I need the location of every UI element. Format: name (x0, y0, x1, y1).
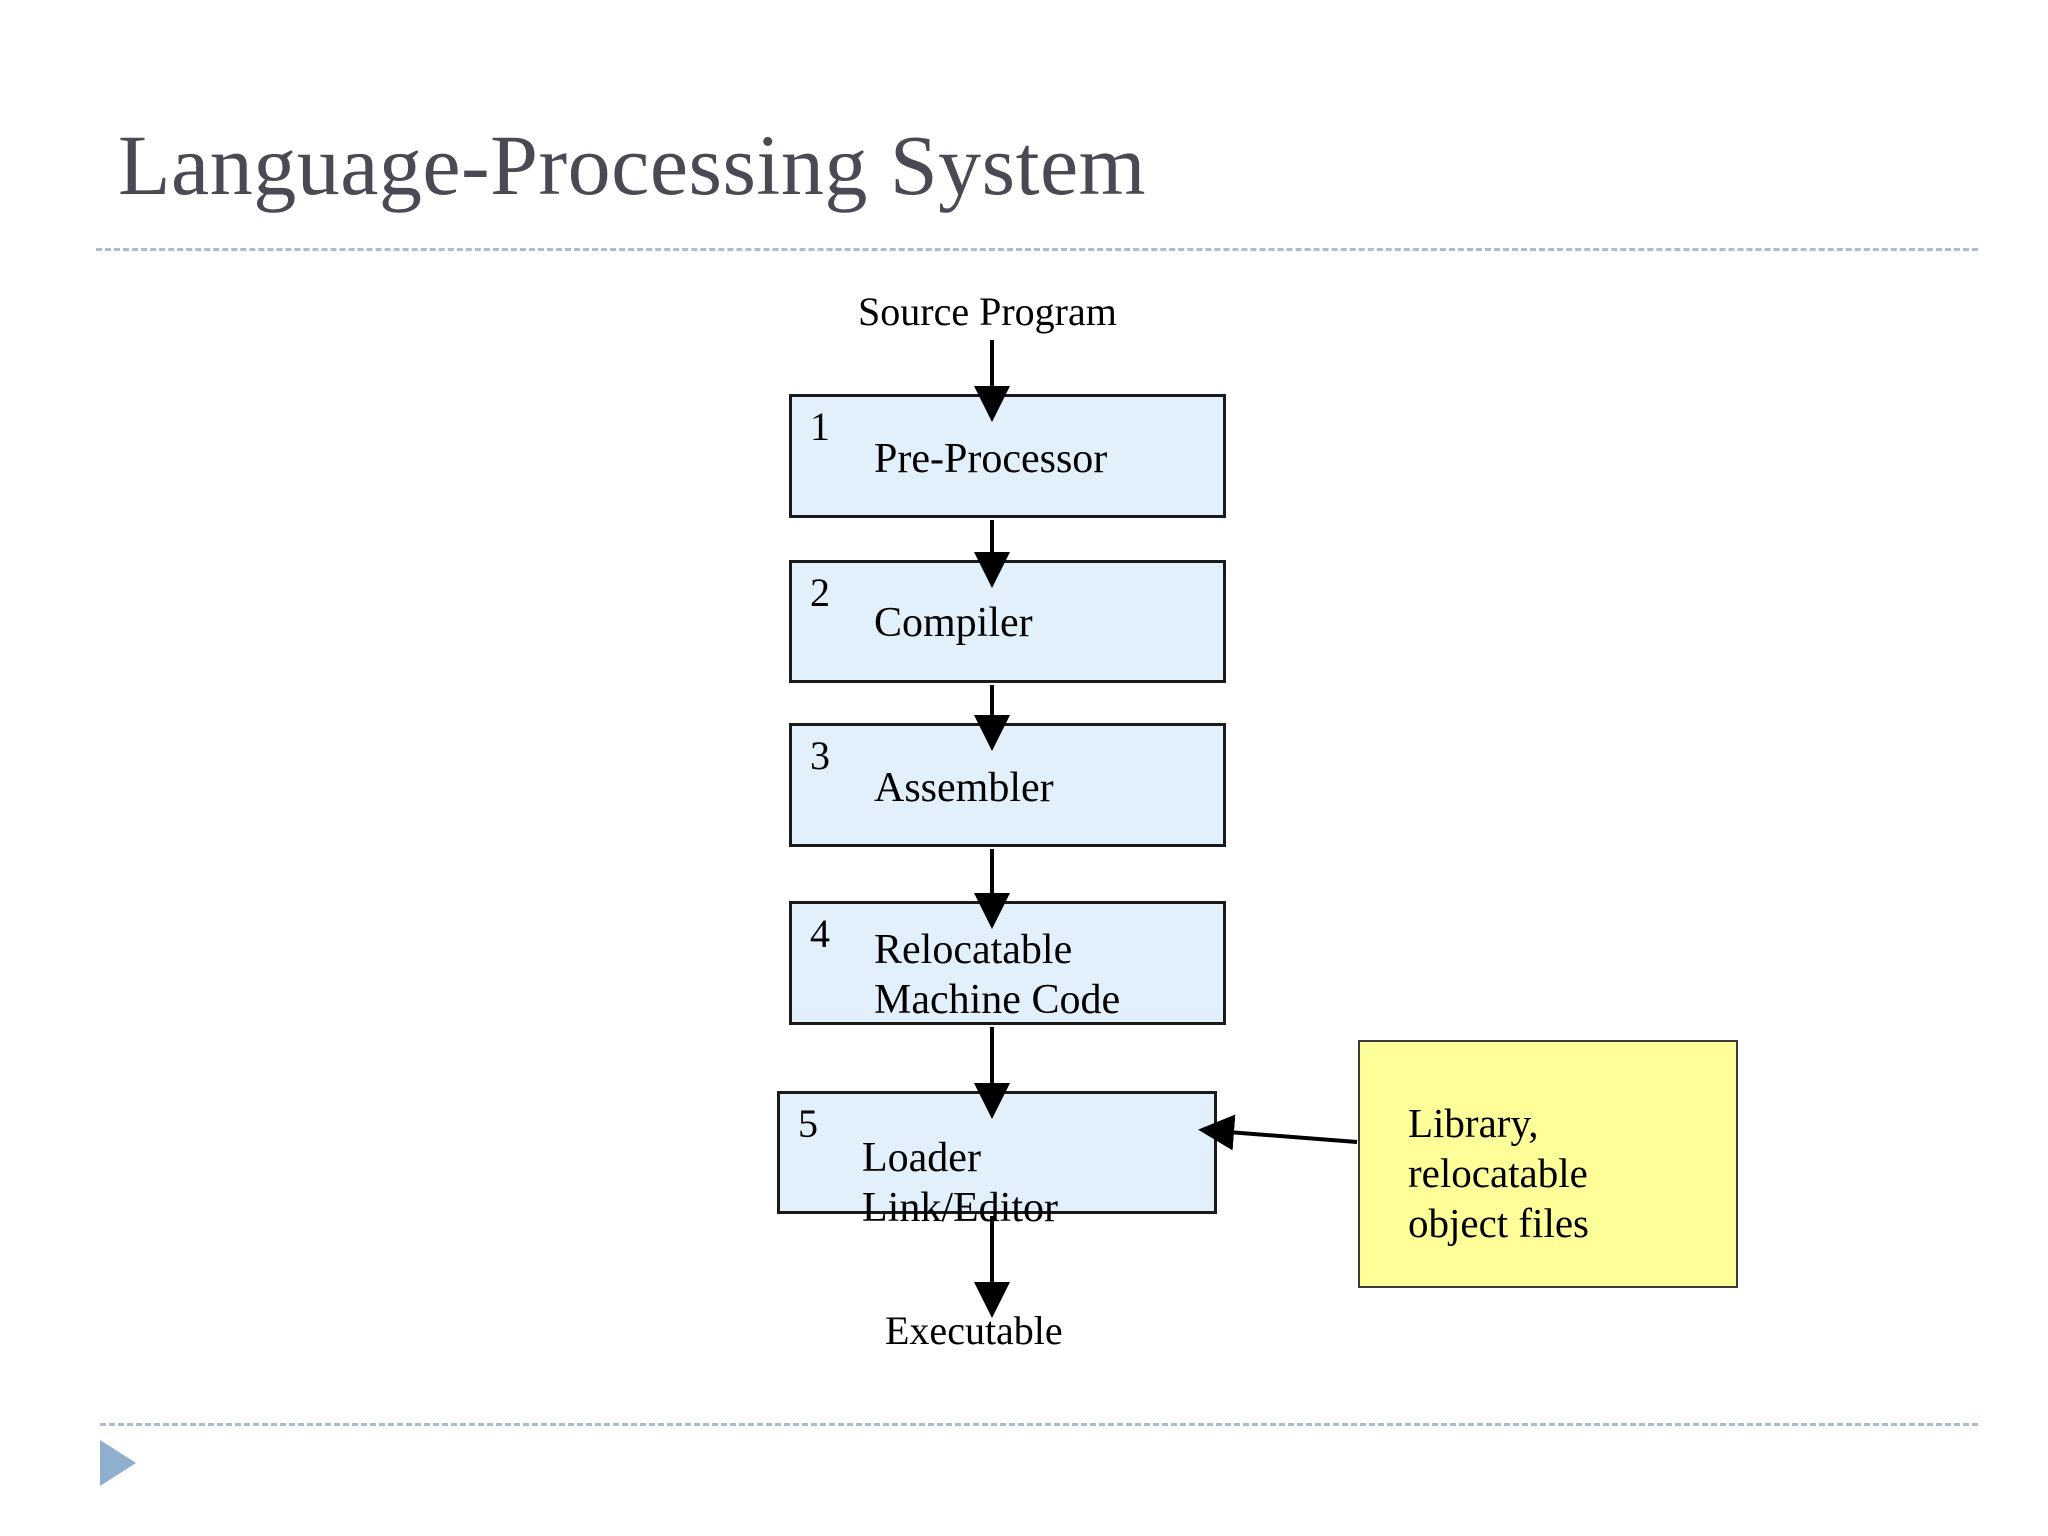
arrow-library-to-loader (1198, 1114, 1358, 1151)
stage-box-loader-link-editor[interactable]: 5 Loader Link/Editor (777, 1091, 1217, 1231)
stage-box-relocatable-machine-code[interactable]: 4 Relocatable Machine Code (789, 901, 1226, 1025)
stage-label: Loader Link/Editor (862, 1135, 1058, 1231)
stage-box-pre-processor[interactable]: 1 Pre-Processor (789, 394, 1226, 518)
stage-number: 1 (810, 404, 830, 449)
stage-number: 3 (810, 733, 830, 778)
stage-number: 2 (810, 570, 830, 615)
stage-box-assembler[interactable]: 3 Assembler (789, 723, 1226, 847)
source-program-label: Source Program (858, 289, 1117, 334)
title-divider (96, 248, 1978, 251)
stage-label: Pre-Processor (874, 436, 1108, 482)
page-title: Language-Processing System (118, 117, 1147, 213)
stage-label: Relocatable Machine Code (874, 927, 1121, 1023)
stage-number: 5 (798, 1101, 818, 1146)
stage-box-compiler[interactable]: 2 Compiler (789, 560, 1226, 683)
executable-label: Executable (885, 1308, 1063, 1353)
library-object-files-note[interactable]: Library, relocatable object files (1358, 1040, 1738, 1288)
play-triangle-icon (100, 1440, 136, 1486)
stage-label: Compiler (874, 600, 1033, 646)
stage-number: 4 (810, 911, 830, 956)
footer-divider (100, 1423, 1978, 1426)
stage-label: Assembler (874, 765, 1054, 811)
library-note-text: Library, relocatable object files (1408, 1100, 1590, 1247)
